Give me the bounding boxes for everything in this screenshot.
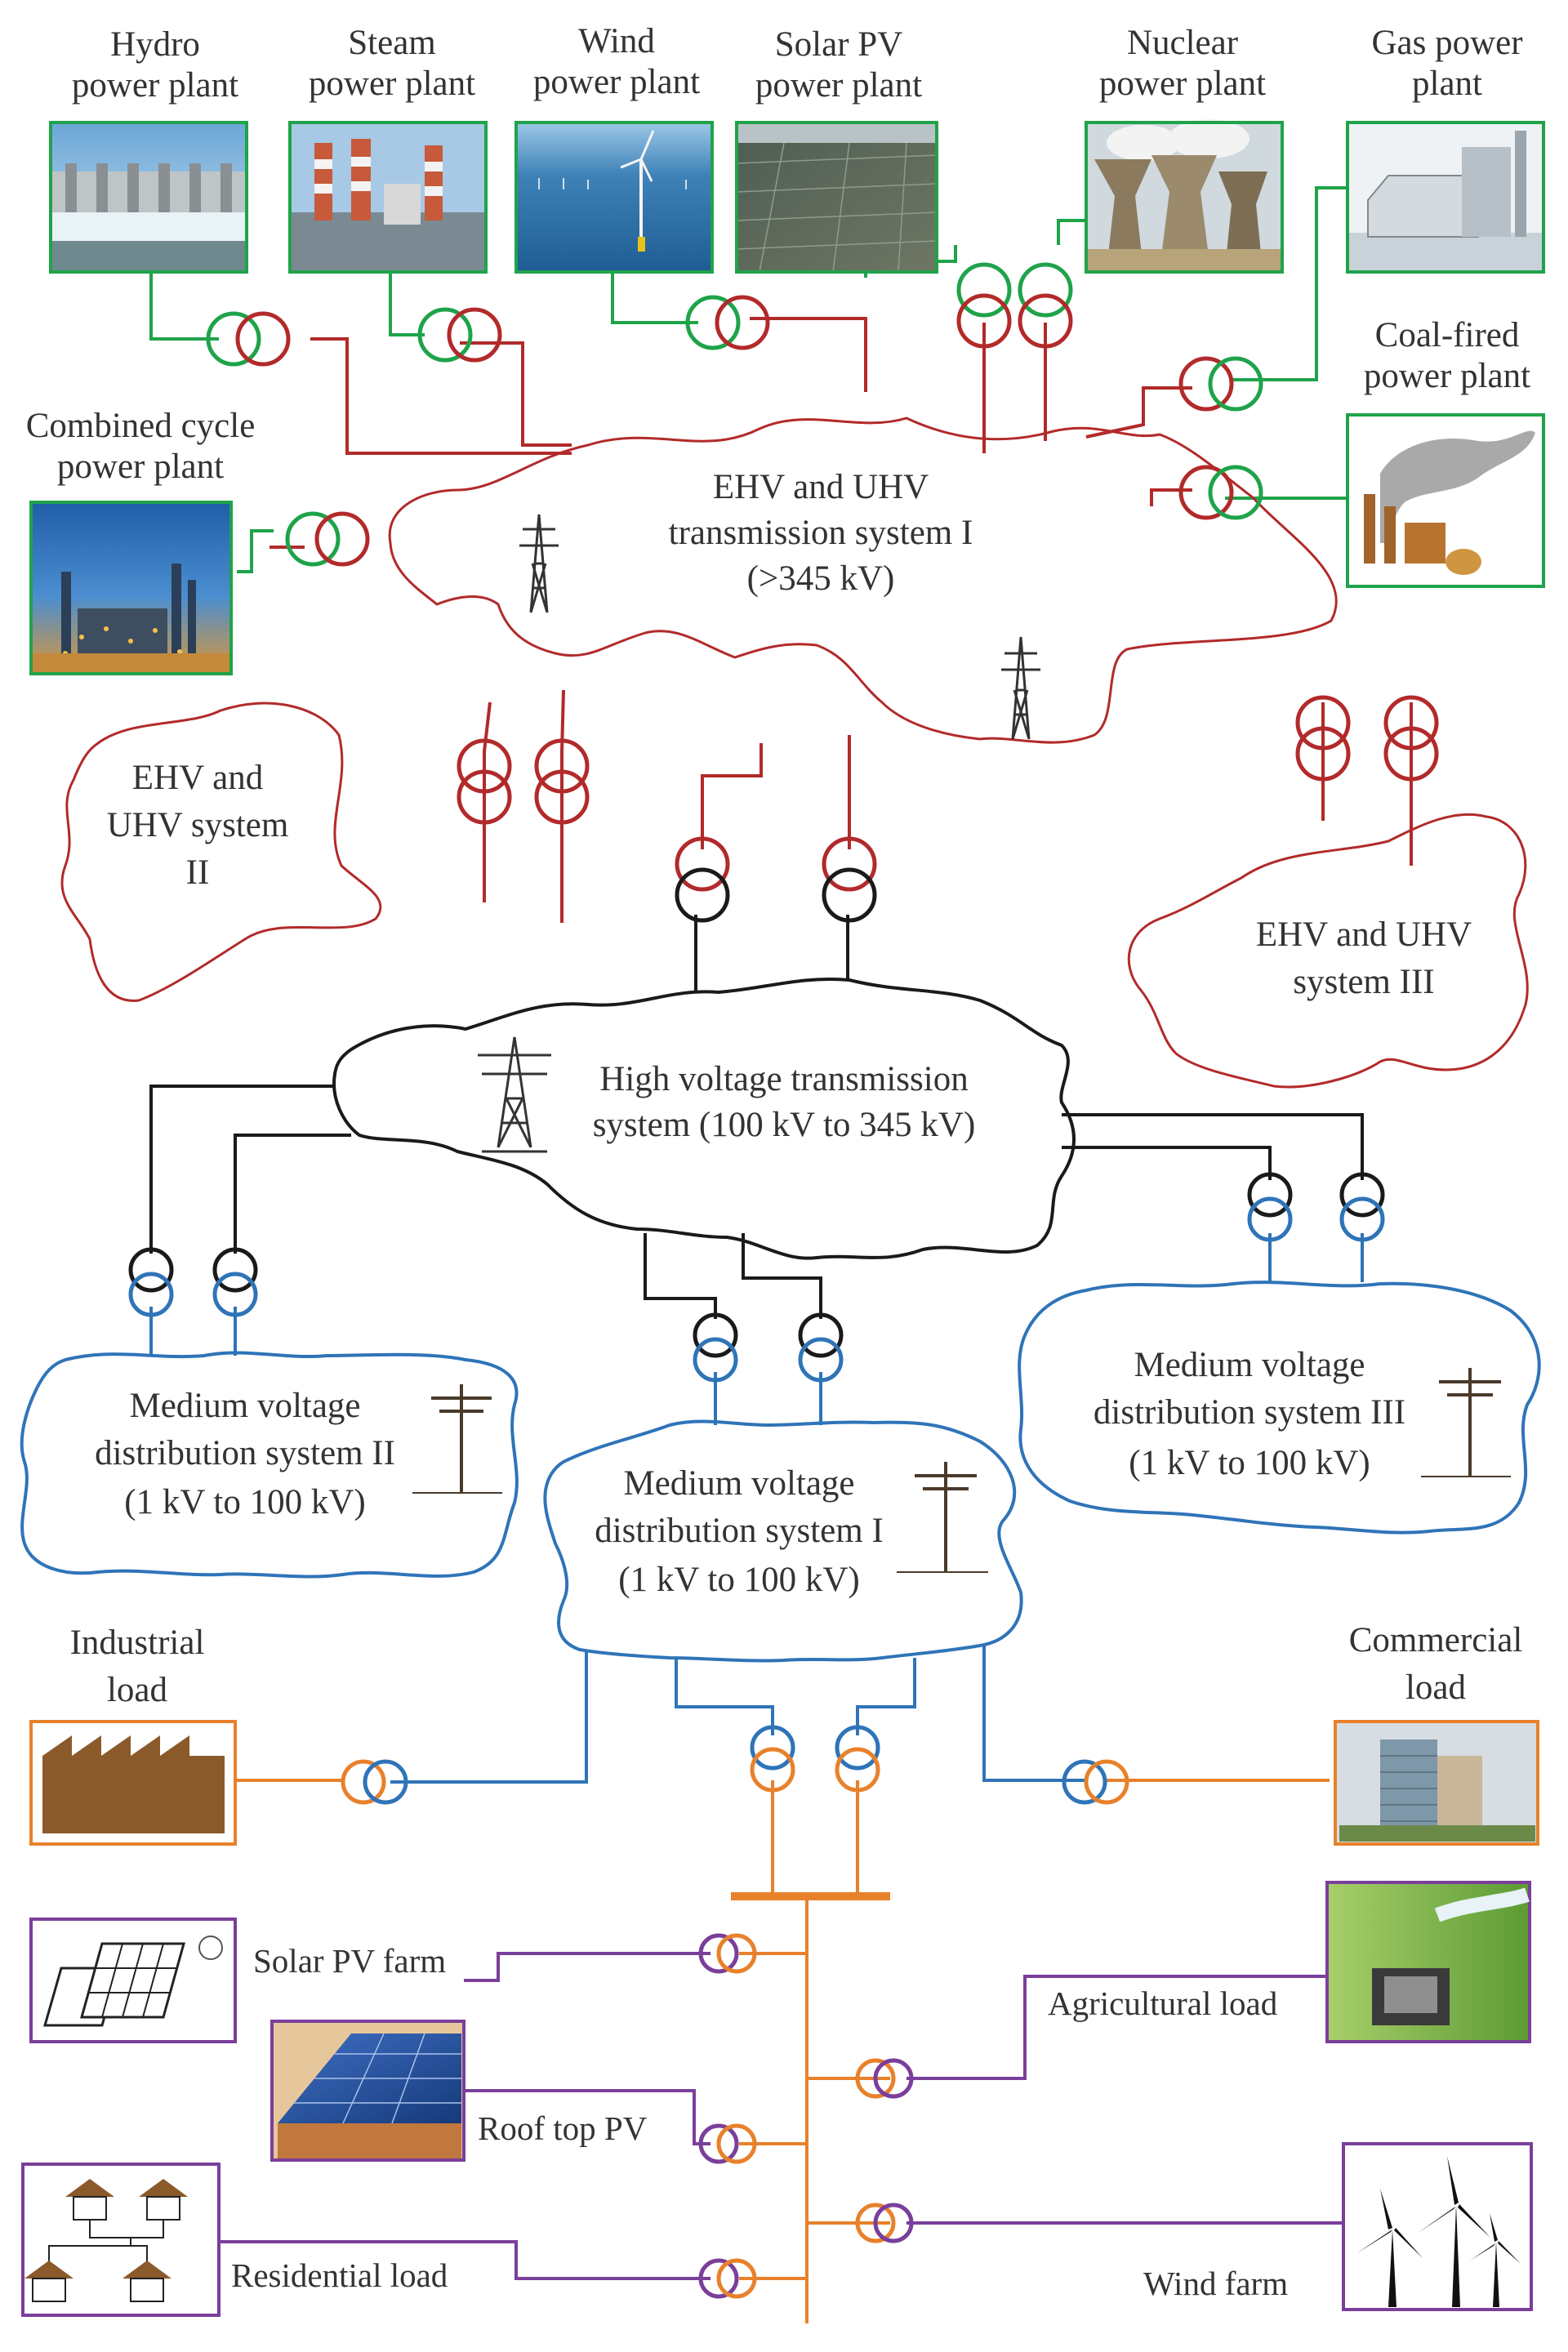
transformer-symbol	[685, 295, 770, 350]
hv-lines	[149, 915, 1364, 1319]
ehv-system-i-region	[388, 416, 1338, 744]
transmission-tower-icon	[1001, 636, 1040, 740]
transformer-symbol	[212, 1247, 258, 1317]
transformer-symbol	[698, 2258, 757, 2299]
nuclear-plant-image	[1085, 119, 1284, 274]
rooftop-solar-photo	[270, 2020, 466, 2162]
transformer-symbol	[457, 738, 512, 825]
utility-pole-icon	[1421, 1368, 1511, 1477]
transformer-symbol	[1178, 356, 1263, 412]
water-pump-photo	[1325, 1881, 1531, 2043]
transmission-tower-icon	[478, 1036, 551, 1153]
transformer-symbol	[285, 511, 370, 567]
houses-icon	[21, 2163, 220, 2317]
transformer-symbol	[855, 2203, 914, 2243]
coal-plant-image	[1346, 413, 1545, 588]
transformer-symbol	[1383, 695, 1439, 782]
transformer-symbol	[798, 1312, 844, 1383]
factory-icon	[29, 1720, 237, 1846]
office-building-photo	[1334, 1720, 1539, 1846]
transformer-symbol	[534, 738, 590, 825]
transformer-symbol	[956, 262, 1012, 349]
transmission-tower-icon	[519, 514, 559, 613]
transformer-symbol	[206, 311, 291, 367]
transformer-symbol	[750, 1725, 795, 1793]
transformer-symbol	[675, 836, 730, 923]
mv-system-i-region	[543, 1419, 1023, 1663]
solar-farm-label: Solar PV farm	[253, 1942, 446, 1980]
utility-pole-icon	[897, 1462, 988, 1573]
mv-system-iii-region	[1018, 1281, 1541, 1535]
transformer-symbol	[1178, 465, 1263, 520]
transformer-symbol	[1062, 1759, 1129, 1805]
wind-farm-label: Wind farm	[1143, 2265, 1288, 2302]
transformer-symbol	[693, 1312, 738, 1383]
hydro-plant-image	[49, 121, 248, 274]
transformer-symbol	[1247, 1172, 1293, 1242]
solar-plant-image	[735, 121, 938, 274]
transformer-symbol	[128, 1247, 174, 1317]
wind-turbine-icon	[1342, 2142, 1533, 2311]
transformer-symbol	[698, 1933, 757, 1974]
residential-label: Residential load	[231, 2256, 448, 2294]
transformer-symbol	[698, 2123, 757, 2164]
transformer-symbol	[1295, 695, 1351, 782]
transformer-symbol	[835, 1725, 880, 1793]
combined-cycle-plant-image	[29, 501, 233, 675]
transformer-symbol	[1018, 262, 1073, 349]
ehv-lines	[270, 317, 1413, 923]
transformer-symbol	[822, 836, 877, 923]
ehv-system-iii-region	[1127, 813, 1529, 1089]
rooftop-label: Roof top PV	[478, 2109, 648, 2147]
hv-system-region	[332, 978, 1076, 1260]
transformer-symbol	[417, 307, 502, 363]
ehv-system-ii-region	[60, 702, 382, 1002]
transformers	[128, 262, 1439, 2299]
transformer-symbol	[341, 1759, 408, 1805]
solar-panel-icon	[29, 1918, 237, 2043]
utility-pole-icon	[412, 1384, 502, 1494]
mv-system-ii-region	[20, 1351, 519, 1579]
transformer-symbol	[1339, 1172, 1385, 1242]
steam-plant-image	[288, 121, 488, 274]
wind-plant-image	[514, 121, 714, 274]
gas-plant-image	[1346, 121, 1545, 274]
agricultural-label: Agricultural load	[1048, 1984, 1277, 2022]
transformer-symbol	[855, 2058, 914, 2099]
